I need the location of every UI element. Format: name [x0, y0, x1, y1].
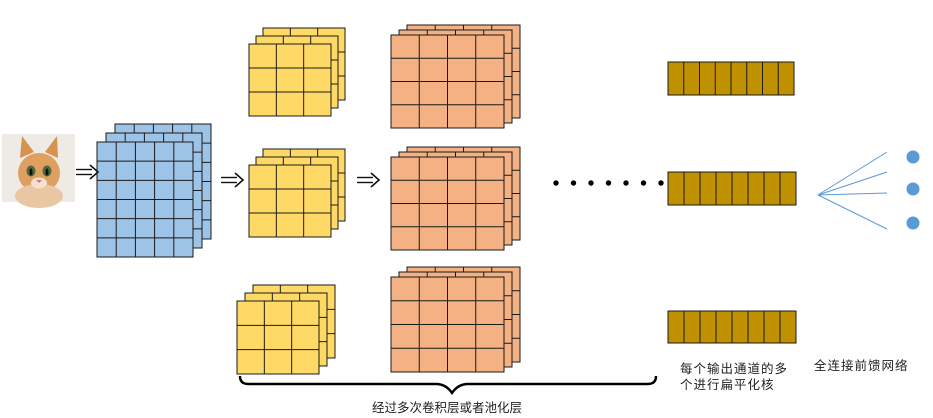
- cat-right-pupil: [45, 168, 49, 176]
- flatten-vector-3: [667, 310, 797, 344]
- flatten-vector-2: [667, 171, 797, 206]
- output-node-2: [906, 182, 920, 196]
- fc-line: [817, 194, 888, 230]
- feature-large-mid-layer-2: [390, 156, 505, 251]
- cat-chest: [15, 184, 63, 208]
- flatten-label: 每个输出通道的多个进行扁平化核: [680, 361, 789, 392]
- ellipsis-dot: [658, 180, 664, 186]
- feature-large-bottom-layer-2: [390, 276, 505, 373]
- cat-left-pupil: [29, 168, 33, 176]
- double-arrow-icon-2: [221, 172, 245, 188]
- feature-small-top-layer-2: [248, 43, 332, 117]
- output-node-3: [906, 216, 920, 230]
- ellipsis-dot: [640, 180, 647, 186]
- input-grid-layer-2: [96, 141, 194, 258]
- fc-label: 全连接前馈网络: [814, 358, 909, 373]
- cat-photo-icon: [2, 134, 75, 208]
- ellipsis-dot: [588, 180, 594, 186]
- feature-small-top-layer-2-bg: [248, 43, 332, 117]
- output-node-1: [906, 150, 920, 164]
- double-arrow-icon-1: [76, 164, 100, 180]
- feature-small-bottom-layer-2: [236, 300, 320, 375]
- double-arrow-icon-3: [357, 172, 381, 188]
- conv-pool-label: 经过多次卷积层或者池化层: [372, 400, 523, 415]
- feature-small-mid-layer-2-bg: [248, 164, 332, 238]
- feature-large-top-layer-2: [390, 34, 505, 129]
- cat-right-ear: [45, 136, 58, 158]
- double-arrow-icon-2-head: [234, 172, 245, 188]
- ellipsis-dot: [553, 180, 559, 186]
- fc-connections: [817, 151, 888, 230]
- fc-line: [817, 171, 888, 196]
- curly-brace-icon: [238, 375, 658, 396]
- ellipsis-dot: [623, 180, 629, 186]
- double-arrow-icon-1-head: [89, 164, 100, 180]
- cat-nose: [36, 180, 42, 183]
- ellipsis-dot: [570, 180, 577, 186]
- feature-small-bottom-layer-2-bg: [236, 300, 320, 375]
- fc-line: [817, 192, 888, 196]
- double-arrow-icon-3-head: [370, 172, 381, 188]
- cat-head: [18, 153, 60, 193]
- flatten-vector-1: [667, 61, 795, 96]
- cat-left-ear: [20, 136, 34, 158]
- fc-line: [817, 151, 888, 196]
- feature-small-mid-layer-2: [248, 164, 332, 238]
- ellipsis-dots-icon: [553, 180, 664, 186]
- ellipsis-dot: [605, 180, 612, 186]
